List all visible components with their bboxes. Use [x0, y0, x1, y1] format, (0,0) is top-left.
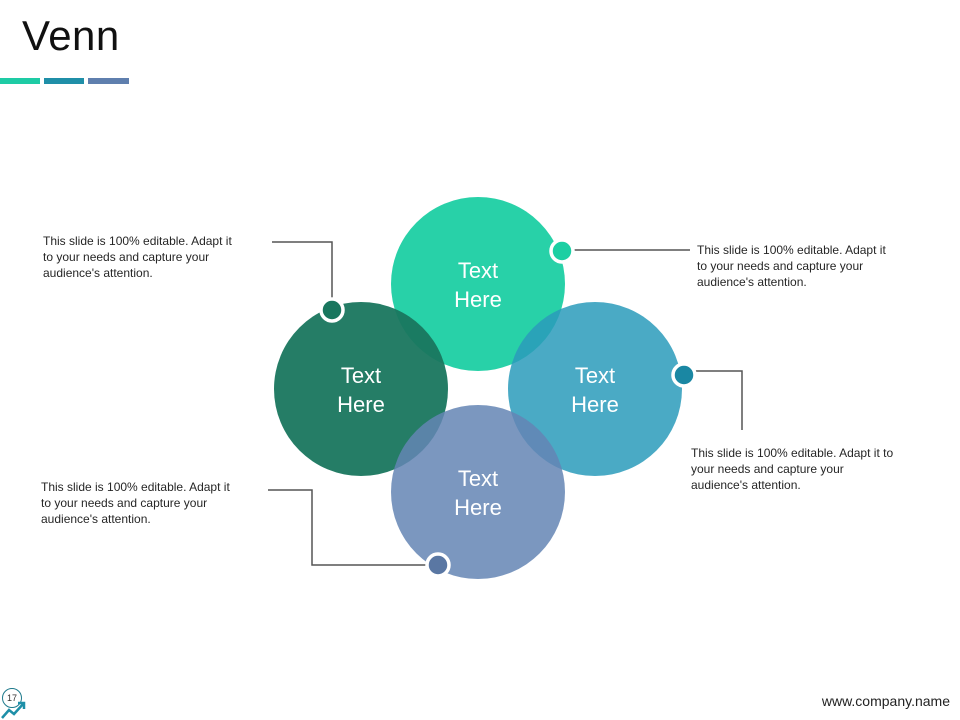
circle-top-label-2: Here — [454, 287, 502, 312]
circle-right-label-2: Here — [571, 392, 619, 417]
venn-circle-right — [508, 302, 682, 476]
circle-bottom-label-2: Here — [454, 495, 502, 520]
circle-bottom-label-1: Text — [458, 466, 498, 491]
circle-left-label-2: Here — [337, 392, 385, 417]
circle-right-label-1: Text — [575, 363, 615, 388]
venn-circle-bottom — [391, 405, 565, 579]
circle-left-label-1: Text — [341, 363, 381, 388]
connector-right — [684, 370, 743, 430]
note-top-left: This slide is 100% editable. Adapt it to… — [43, 234, 232, 280]
note-bottom-right: This slide is 100% editable. Adapt it to… — [691, 446, 894, 492]
footer-url[interactable]: www.company.name — [821, 693, 950, 709]
dot-right — [671, 362, 697, 388]
dot-bottom — [425, 552, 451, 578]
trend-arrow-icon — [1, 701, 26, 719]
page-number: 17 — [2, 688, 22, 708]
slide-title: Venn — [22, 12, 120, 59]
note-bottom-left: This slide is 100% editable. Adapt it to… — [41, 480, 230, 526]
title-accent-bar-1 — [0, 78, 40, 84]
dot-top-right — [549, 238, 575, 264]
connector-bottom-left — [268, 489, 438, 566]
venn-circle-left — [274, 302, 448, 476]
dot-top-left — [319, 297, 345, 323]
title-accent-bar-3 — [88, 78, 129, 84]
connector-top-left — [272, 241, 333, 309]
circle-top-label-1: Text — [458, 258, 498, 283]
title-accent-bar-2 — [44, 78, 84, 84]
venn-circle-top — [391, 197, 565, 371]
note-top-right: This slide is 100% editable. Adapt it to… — [697, 243, 886, 289]
